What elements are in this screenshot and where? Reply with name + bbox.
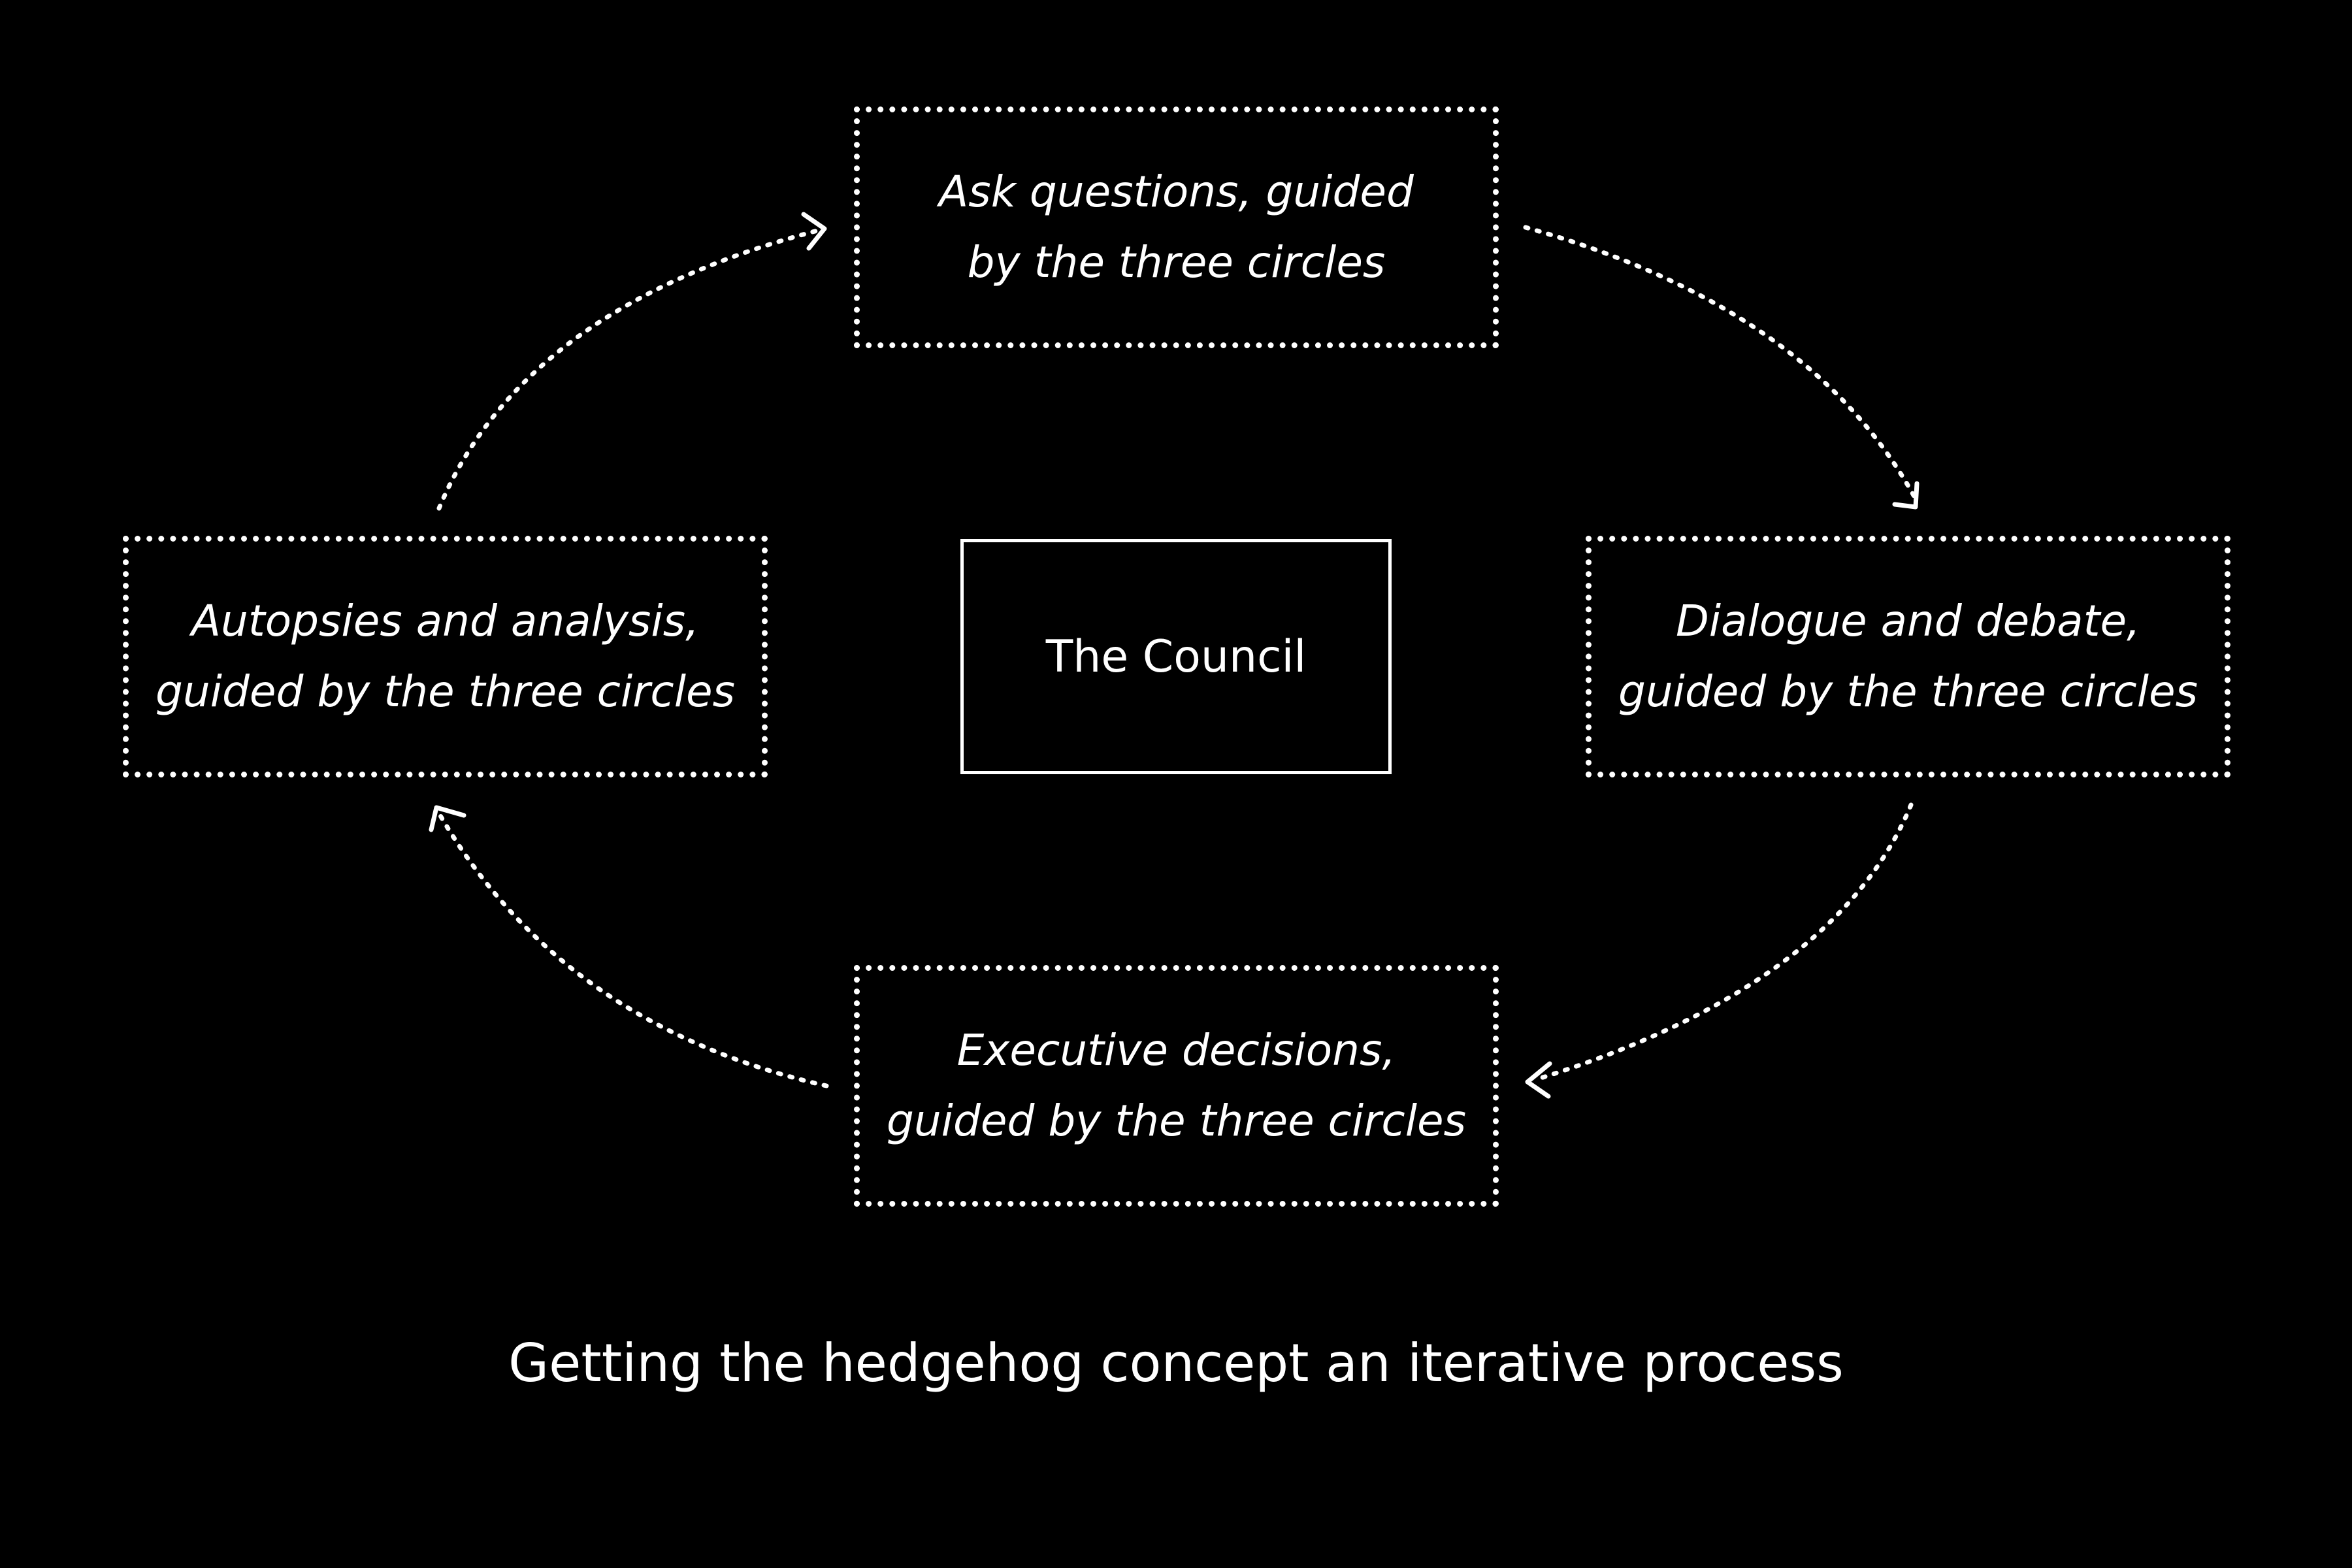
- node-autopsies-analysis: Autopsies and analysis, guided by the th…: [123, 536, 768, 777]
- node-executive-decisions-line-2: guided by the three circles: [886, 1096, 1467, 1146]
- arrow-top-to-right: [1523, 225, 1917, 499]
- node-ask-questions-line-1: Ask questions, guided: [939, 167, 1414, 217]
- arrowhead-bottom-to-left: [429, 805, 466, 832]
- arrow-bottom-to-left: [436, 811, 829, 1088]
- node-executive-decisions: Executive decisions, guided by the three…: [854, 965, 1499, 1207]
- node-ask-questions-line-2: by the three circles: [967, 237, 1386, 287]
- node-autopsies-analysis-line-2: guided by the three circles: [155, 666, 736, 717]
- arrowhead-left-to-top: [801, 212, 827, 251]
- arrowhead-right-to-bottom: [1525, 1061, 1552, 1099]
- node-ask-questions: Ask questions, guided by the three circl…: [854, 106, 1499, 348]
- node-dialogue-debate-line-1: Dialogue and debate,: [1675, 596, 2141, 646]
- arrow-right-to-bottom: [1534, 802, 1914, 1082]
- arrow-left-to-top: [436, 227, 823, 511]
- arrowhead-top-to-right: [1892, 481, 1919, 510]
- node-the-council-label: The Council: [1045, 630, 1307, 683]
- node-executive-decisions-line-1: Executive decisions,: [956, 1025, 1396, 1075]
- diagram-caption: Getting the hedgehog concept an iterativ…: [508, 1333, 1844, 1394]
- node-dialogue-debate: Dialogue and debate, guided by the three…: [1586, 536, 2230, 777]
- node-the-council: The Council: [960, 539, 1392, 774]
- node-autopsies-analysis-line-1: Autopsies and analysis,: [191, 596, 700, 646]
- node-dialogue-debate-line-2: guided by the three circles: [1618, 666, 2198, 717]
